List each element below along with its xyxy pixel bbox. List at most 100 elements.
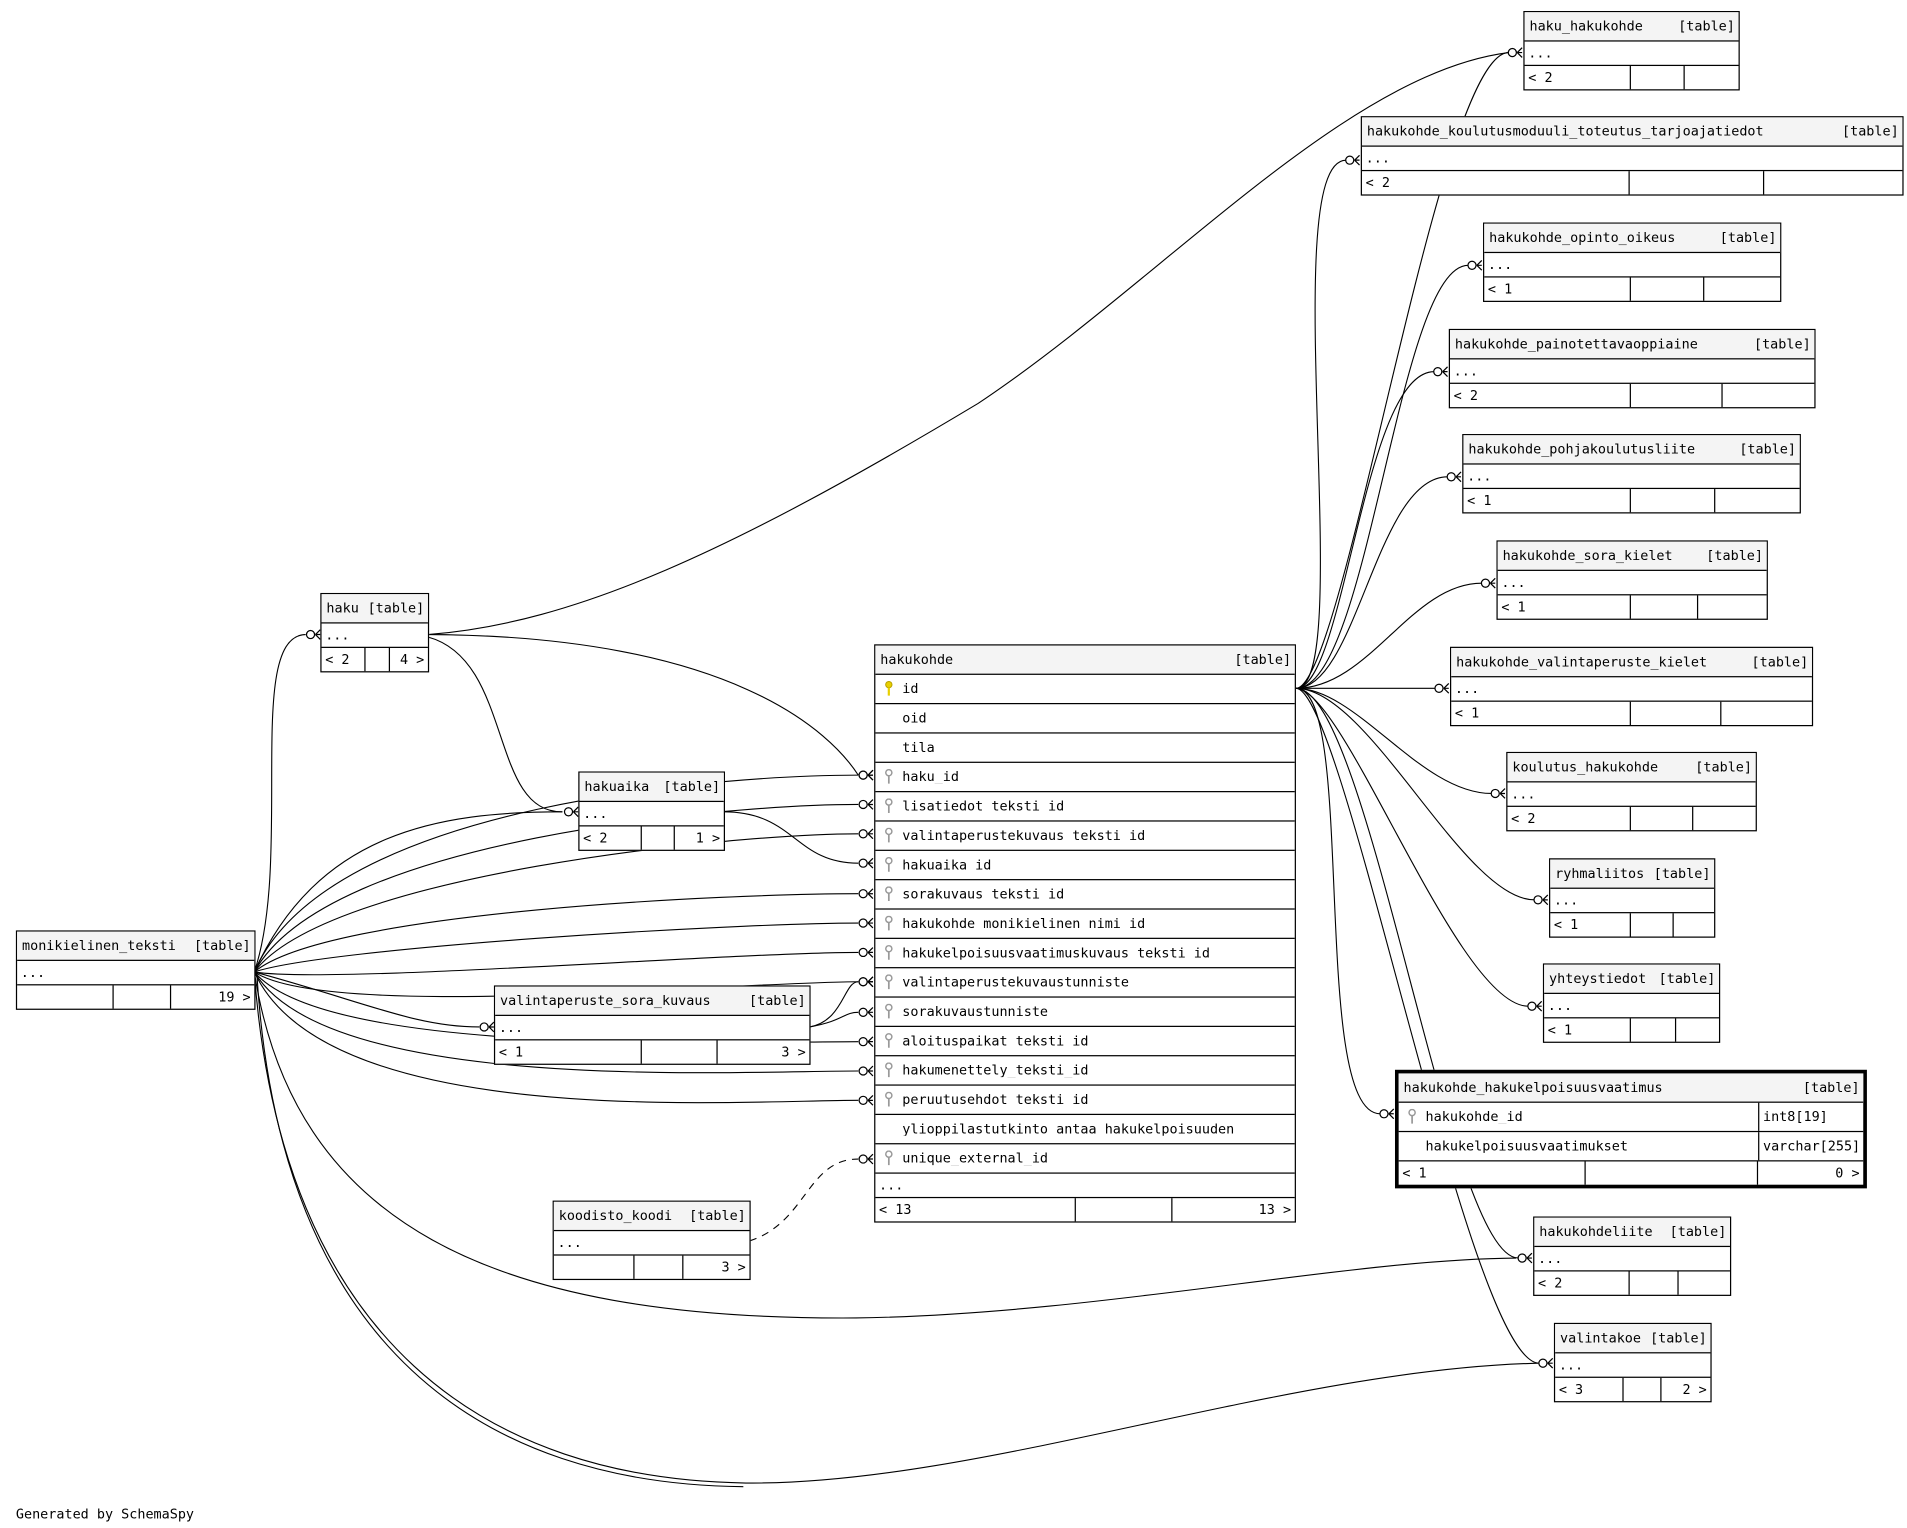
column-row[interactable]: sorakuvaus_teksti_id — [875, 880, 1295, 910]
parents-count[interactable]: < 1 — [1550, 913, 1631, 937]
column-row[interactable]: haku_id — [875, 763, 1295, 793]
parents-count[interactable]: < 1 — [1498, 595, 1631, 619]
parents-count[interactable]: < 2 — [322, 647, 366, 672]
parents-count[interactable]: < 2 — [1450, 383, 1631, 408]
children-count[interactable] — [1715, 489, 1799, 512]
column-row[interactable]: oid — [875, 704, 1295, 734]
children-count[interactable] — [1693, 807, 1755, 830]
children-count[interactable]: 1 > — [695, 830, 721, 847]
table-tag: [table] — [1753, 336, 1811, 353]
table-haku-hakukohde[interactable]: haku_hakukohde[table] ... < 2 — [1523, 11, 1740, 91]
foreign-key-icon — [880, 769, 897, 785]
table-header: koodisto_koodi[table] — [553, 1201, 750, 1232]
column-row[interactable]: ylioppilastutkinto_antaa_hakukelpoisuude… — [875, 1115, 1295, 1145]
parents-count[interactable]: < 1 — [1399, 1161, 1586, 1185]
table-name: yhteystiedot — [1549, 970, 1647, 987]
column-row[interactable]: aloituspaikat_teksti_id — [875, 1027, 1295, 1057]
parents-count[interactable]: < 2 — [580, 826, 642, 850]
footer-blank — [1631, 489, 1716, 513]
children-count[interactable]: 3 > — [721, 1259, 746, 1276]
more-columns: ... — [1524, 42, 1739, 67]
relationship-line — [1295, 687, 1492, 795]
children-count[interactable] — [1704, 278, 1780, 301]
table-name: valintaperuste_sora_kuvaus — [500, 992, 711, 1009]
column-row[interactable]: id — [875, 675, 1295, 705]
table-hakukohde-valintaperuste-kielet[interactable]: hakukohde_valintaperuste_kielet[table] .… — [1450, 646, 1814, 727]
children-count[interactable] — [1676, 1018, 1719, 1041]
relationship-line — [749, 1158, 859, 1242]
parents-count[interactable]: < 1 — [1463, 489, 1631, 513]
table-tag: [table] — [1658, 970, 1716, 987]
table-header: haku[table] — [321, 594, 428, 624]
children-count[interactable]: 2 > — [1682, 1381, 1707, 1398]
children-count[interactable] — [1723, 384, 1815, 407]
children-count[interactable] — [1679, 1272, 1730, 1295]
parents-count[interactable]: < 2 — [1534, 1271, 1630, 1295]
column-row[interactable]: lisatiedot_teksti_id — [875, 792, 1295, 822]
column-name: hakukohde_monikielinen_nimi_id — [902, 916, 1146, 931]
table-name: hakukohde_valintaperuste_kielet — [1456, 654, 1708, 670]
parents-count[interactable]: < 2 — [1525, 66, 1631, 90]
parents-count[interactable] — [554, 1255, 635, 1279]
table-footer: < 1 — [1451, 701, 1812, 726]
parents-count[interactable]: < 1 — [1544, 1018, 1631, 1042]
parents-count[interactable] — [17, 985, 114, 1009]
parents-count[interactable]: < 1 — [1451, 701, 1631, 726]
table-footer: < 1 3 > — [495, 1040, 809, 1064]
column-row[interactable]: hakukelpoisuusvaatimuskuvaus_teksti_id — [875, 939, 1295, 969]
table-monikielinen-teksti[interactable]: monikielinen_teksti[table] ... 19 > — [15, 930, 256, 1010]
parents-count[interactable]: < 2 — [1362, 171, 1630, 195]
parents-count[interactable]: < 13 — [875, 1198, 1076, 1222]
children-count[interactable] — [1721, 702, 1811, 725]
table-hakukohde-koulutusmoduuli-toteutus-tarjoajatiedot[interactable]: hakukohde_koulutusmoduuli_toteutus_tarjo… — [1360, 116, 1904, 196]
table-hakukohdeliite[interactable]: hakukohdeliite[table] ... < 2 — [1533, 1216, 1732, 1296]
table-koulutus-hakukohde[interactable]: koulutus_hakukohde[table] ... < 2 — [1506, 751, 1757, 832]
crowfoot-marker — [1433, 366, 1448, 377]
table-hakukohde-hakukelpoisuusvaatimus[interactable]: hakukohde_hakukelpoisuusvaatimus[table] … — [1394, 1069, 1867, 1189]
column-row[interactable]: hakuaika_id — [875, 851, 1295, 881]
parents-count[interactable]: < 1 — [1484, 277, 1631, 301]
parents-count[interactable]: < 2 — [1507, 806, 1631, 831]
table-valintaperuste-sora-kuvaus[interactable]: valintaperuste_sora_kuvaus[table] ... < … — [493, 985, 811, 1065]
column-row[interactable]: hakumenettely_teksti_id — [875, 1056, 1295, 1086]
table-koodisto-koodi[interactable]: koodisto_koodi[table] ... 3 > — [552, 1200, 751, 1281]
relationship-line — [427, 633, 859, 776]
foreign-key-icon — [1404, 1108, 1421, 1125]
column-row[interactable]: unique_external_id — [875, 1144, 1295, 1174]
column-row[interactable]: tila — [875, 734, 1295, 763]
parents-count[interactable]: < 1 — [495, 1040, 642, 1064]
table-tag: [table] — [1678, 18, 1735, 35]
children-count[interactable] — [1698, 595, 1766, 618]
parents-count[interactable]: < 3 — [1555, 1377, 1624, 1402]
column-row[interactable]: hakukohde_monikielinen_nimi_id — [875, 910, 1295, 939]
table-name: hakukohde_painotettavaoppiaine — [1454, 336, 1698, 353]
table-hakukohde-painotettavaoppiaine[interactable]: hakukohde_painotettavaoppiaine[table] ..… — [1448, 328, 1816, 409]
children-count[interactable]: 13 > — [1258, 1201, 1292, 1218]
table-hakukohde-pohjakoulutusliite[interactable]: hakukohde_pohjakoulutusliite[table] ... … — [1462, 434, 1801, 514]
footer-blank — [1631, 277, 1705, 301]
table-ryhmaliitos[interactable]: ryhmaliitos[table] ... < 1 — [1549, 858, 1716, 938]
table-footer: < 1 — [1498, 595, 1767, 619]
table-hakukohde-opinto-oikeus[interactable]: hakukohde_opinto_oikeus[table] ... < 1 — [1483, 222, 1782, 302]
column-name: valintaperustekuvaus_teksti_id — [902, 828, 1146, 843]
column-row[interactable]: valintaperustekuvaus_teksti_id — [875, 822, 1295, 851]
table-hakukohde-sora-kielet[interactable]: hakukohde_sora_kielet[table] ... < 1 — [1496, 540, 1768, 620]
children-count[interactable] — [1685, 66, 1739, 89]
children-count[interactable] — [1674, 913, 1714, 936]
children-count[interactable]: 3 > — [781, 1044, 806, 1060]
children-count[interactable]: 19 > — [218, 989, 251, 1005]
children-count[interactable] — [1764, 171, 1902, 194]
table-yhteystiedot[interactable]: yhteystiedot[table] ... < 1 — [1542, 963, 1721, 1043]
column-row[interactable]: sorakuvaustunniste — [875, 998, 1295, 1027]
column-row[interactable]: peruutusehdot_teksti_id — [875, 1086, 1295, 1116]
table-footer: < 2 1 > — [580, 826, 724, 850]
children-count[interactable]: 4 > — [399, 651, 425, 668]
column-row[interactable]: valintaperustekuvaustunniste — [875, 968, 1295, 998]
children-count[interactable]: 0 > — [1835, 1165, 1860, 1182]
